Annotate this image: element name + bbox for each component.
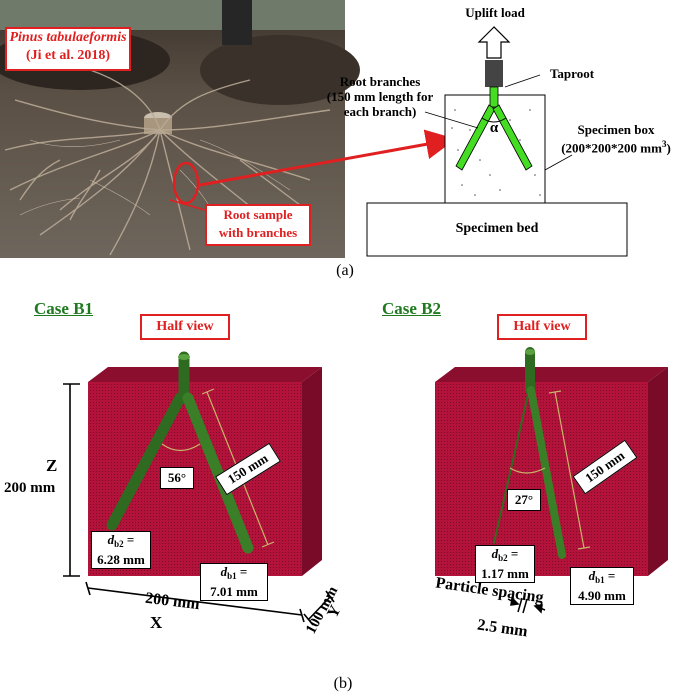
case-b2-title: Case B2 bbox=[382, 299, 442, 318]
case-b2-half-view: Half view bbox=[497, 314, 587, 340]
uplift-load-label: Uplift load bbox=[465, 5, 525, 20]
root-branches-line1: Root branches bbox=[339, 74, 421, 89]
case-b2-db2-label: db2 = 1.17 mm bbox=[475, 545, 535, 583]
case-b1-db1-label: db1 = 7.01 mm bbox=[200, 563, 268, 601]
caption-a: (a) bbox=[336, 262, 354, 279]
specimen-box-line2: (200*200*200 mm3) bbox=[561, 139, 671, 156]
species-citation: (Ji et al. 2018) bbox=[26, 48, 110, 63]
root-branches-label: Root branches (150 mm length for each br… bbox=[315, 74, 445, 119]
specimen-box-label: Specimen box (200*200*200 mm3) bbox=[548, 122, 684, 155]
case-b1-angle-arc bbox=[161, 443, 201, 452]
root-branches-leader bbox=[424, 111, 479, 129]
taproot-label: Taproot bbox=[549, 66, 595, 81]
uplift-arrow bbox=[477, 26, 511, 59]
case-b2-root bbox=[493, 347, 566, 559]
specimen-box-line1: Specimen box bbox=[577, 122, 655, 137]
species-name: Pinus tabulaeformis bbox=[9, 30, 127, 45]
x-axis-label: X bbox=[150, 613, 163, 632]
case-b2-angle-label: 27° bbox=[507, 489, 541, 511]
sample-label-leader bbox=[169, 199, 206, 211]
taproot-clamp bbox=[485, 60, 503, 87]
particle-spacing-arrows bbox=[507, 596, 546, 614]
specimen-bed bbox=[366, 202, 628, 257]
alpha-arc bbox=[481, 117, 507, 123]
z-dimension-label: 200 mm bbox=[4, 480, 56, 496]
case-b2-db1-label: db1 = 4.90 mm bbox=[570, 567, 634, 605]
case-b2-block bbox=[435, 367, 668, 576]
case-b1-angle-label: 56° bbox=[160, 467, 194, 489]
root-branches-line3: each branch) bbox=[343, 104, 417, 119]
case-b2-angle-arc bbox=[509, 467, 546, 474]
root-branches-line2: (150 mm length for bbox=[326, 89, 434, 104]
alpha-symbol: α bbox=[489, 120, 499, 136]
z-axis-label: Z bbox=[46, 456, 58, 475]
case-b1-half-view: Half view bbox=[140, 314, 230, 340]
root-sample-label-line2: with branches bbox=[218, 225, 298, 240]
specimen-bed-label: Specimen bed bbox=[455, 221, 539, 236]
root-sample-highlight bbox=[172, 161, 200, 205]
case-b1-title: Case B1 bbox=[34, 299, 94, 318]
red-arrow bbox=[199, 129, 456, 187]
case-b1-root bbox=[106, 351, 254, 554]
caption-b: (b) bbox=[333, 675, 353, 692]
case-b1-db2-label: db2 = 6.28 mm bbox=[91, 531, 151, 569]
root-sample-label-line1: Root sample bbox=[223, 207, 293, 222]
root-photo bbox=[0, 0, 360, 258]
taproot-leader bbox=[504, 74, 541, 88]
schematic-root bbox=[455, 86, 533, 171]
root-sample-label-box: Root sample with branches bbox=[205, 204, 311, 246]
specimen-box-leader bbox=[544, 154, 573, 171]
case-b2-length-dim bbox=[548, 390, 591, 550]
case-b1-dimensions bbox=[63, 383, 335, 626]
species-label-box: Pinus tabulaeformis (Ji et al. 2018) bbox=[5, 27, 131, 71]
